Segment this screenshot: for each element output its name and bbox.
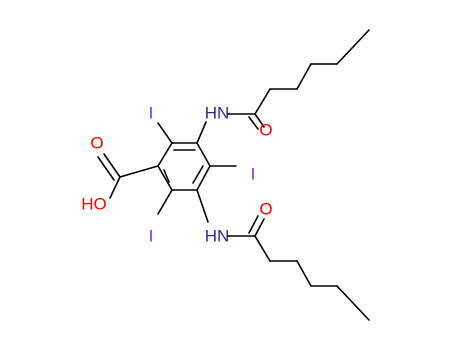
chain-top-bond-3 — [296, 63, 312, 90]
ring-bond-c3-c4 — [196, 165, 211, 191]
iodine-right-label: I — [251, 165, 256, 184]
benzene-ring — [157, 142, 211, 191]
bond-ring-to-nh-bottom — [196, 189, 209, 223]
ring-double-bond-inner-2 — [192, 165, 204, 184]
amide-nh-top-label: HN — [205, 104, 230, 123]
bond-carbonyl-o-bottom-b — [248, 215, 259, 234]
iodine-bottom-label: I — [149, 227, 154, 246]
bond-carbonyl-o-top-b — [248, 116, 259, 130]
iodine-top-label: I — [149, 104, 154, 123]
bond-ring-to-iodine-top — [157, 122, 173, 144]
carboxyl-oxygen-label: O — [90, 134, 103, 153]
ring-double-bond-inner-3 — [163, 169, 170, 183]
bond-carboxyl-c-o-double-a — [103, 153, 121, 178]
top-hexanamide-group: HN O — [196, 29, 370, 144]
chain-bottom-bond-1 — [254, 235, 271, 262]
chain-top-bond-1 — [254, 88, 271, 115]
bond-carbonyl-o-top-a — [254, 113, 265, 128]
amide-oxygen-bottom-label: O — [259, 200, 272, 219]
bond-ring-to-carboxyl-carbon — [119, 165, 159, 178]
bond-carbonyl-o-bottom-a — [254, 218, 265, 237]
bond-carboxyl-c-oh — [109, 176, 121, 199]
bond-ring-to-nh-top — [196, 121, 207, 144]
carboxylic-acid-group: O HO — [81, 134, 159, 214]
iodine-substituents: I I I — [149, 104, 256, 246]
chain-bottom-bond-5 — [336, 285, 370, 321]
chain-bottom-bond-3 — [296, 260, 312, 287]
bond-carboxyl-c-o-double-b — [97, 156, 115, 181]
bond-ring-to-iodine-bottom — [157, 189, 173, 215]
ring-bond-c6-c1 — [157, 142, 173, 167]
ring-bond-c2-c3 — [196, 142, 211, 167]
chain-top-bond-5 — [336, 29, 370, 65]
hydroxyl-label: HO — [81, 195, 107, 214]
amide-nh-bottom-label: HN — [205, 227, 230, 246]
ring-bond-c5-c6 — [157, 165, 173, 191]
bottom-hexanamide-group: HN O — [196, 189, 370, 321]
amide-oxygen-top-label: O — [259, 121, 272, 140]
